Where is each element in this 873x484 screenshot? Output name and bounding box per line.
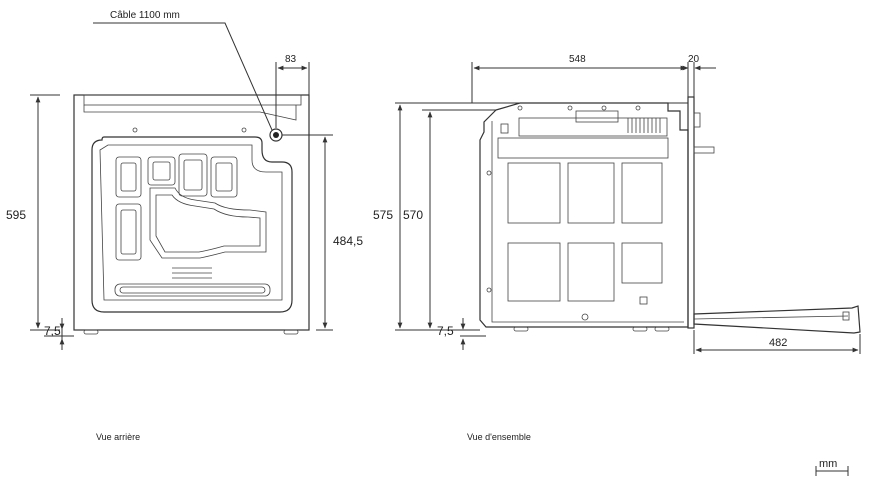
dim-label-484-5: 484,5 xyxy=(333,234,363,248)
side-bracket xyxy=(500,123,509,134)
cable-label: Câble 1100 mm xyxy=(110,10,180,21)
side-front-door xyxy=(687,96,695,329)
side-foot xyxy=(632,326,648,332)
rear-top-rail xyxy=(83,94,302,106)
side-control-box xyxy=(575,110,619,123)
side-view-drawing xyxy=(479,96,861,334)
rear-pocket-inner xyxy=(120,209,137,255)
side-panel xyxy=(567,242,615,302)
rear-pocket xyxy=(178,153,208,197)
rear-view-dimensions xyxy=(30,22,333,350)
rear-top-plate xyxy=(83,105,297,121)
side-panel xyxy=(567,162,615,224)
scale-indicator: mm xyxy=(815,458,849,476)
side-bracket xyxy=(639,296,648,305)
rear-foot xyxy=(83,329,99,335)
dim-label-570: 570 xyxy=(403,208,423,222)
rear-view-drawing xyxy=(73,94,310,335)
rear-pocket-inner xyxy=(152,161,171,181)
side-knob xyxy=(693,146,715,154)
rear-fan-cover xyxy=(149,187,267,259)
side-view-caption: Vue d'ensemble xyxy=(467,432,531,442)
side-panel xyxy=(621,162,663,224)
rear-pocket xyxy=(115,156,142,198)
rear-bottom-slot xyxy=(114,283,271,297)
side-rivet xyxy=(486,170,492,176)
side-open-door-line xyxy=(693,315,849,320)
side-open-door-hinge xyxy=(842,311,850,321)
side-screw xyxy=(517,105,523,111)
side-top-compartment xyxy=(518,117,668,137)
rear-screw xyxy=(241,127,247,133)
dim-label-foot-side: 7,5 xyxy=(437,324,454,338)
rear-pocket xyxy=(210,156,238,198)
rear-panel xyxy=(91,136,293,313)
side-panel xyxy=(507,242,561,302)
cable-leader-line xyxy=(93,22,273,131)
rear-pocket xyxy=(115,203,142,261)
side-oven-body xyxy=(479,102,689,328)
dim-label-20: 20 xyxy=(688,54,700,65)
side-screw xyxy=(601,105,607,111)
side-vent-fins xyxy=(627,118,661,133)
rear-bottom-slot-inner xyxy=(119,286,266,294)
side-screw xyxy=(635,105,641,111)
rear-pocket xyxy=(147,156,176,186)
side-door-handle xyxy=(693,112,701,128)
rear-screw xyxy=(132,127,138,133)
side-top-duct xyxy=(497,137,669,159)
dim-label-83: 83 xyxy=(285,54,297,65)
dim-label-foot-rear: 7,5 xyxy=(44,324,61,338)
rear-oven-body xyxy=(73,94,310,331)
dim-label-575: 575 xyxy=(373,208,393,222)
dim-label-595: 595 xyxy=(6,208,26,222)
side-foot xyxy=(654,326,670,332)
side-rivet xyxy=(486,287,492,293)
rear-foot xyxy=(283,329,299,335)
side-open-door xyxy=(693,305,861,334)
side-panel xyxy=(507,162,561,224)
rear-pocket-inner xyxy=(120,162,137,192)
rear-pocket-inner xyxy=(183,159,203,191)
cable-gland-center xyxy=(273,132,279,138)
rear-pocket-inner xyxy=(215,162,233,192)
dim-label-548: 548 xyxy=(569,54,586,65)
side-view-dimensions xyxy=(395,62,861,354)
side-foot xyxy=(513,326,529,332)
rear-panel-inner xyxy=(99,144,283,301)
rear-view-caption: Vue arrière xyxy=(96,432,140,442)
side-screw xyxy=(567,105,573,111)
side-inner-frame xyxy=(491,121,684,323)
dim-label-482: 482 xyxy=(769,337,787,349)
rear-fan-cover-inner xyxy=(155,194,261,253)
scale-unit-label: mm xyxy=(819,458,837,470)
side-panel xyxy=(621,242,663,284)
side-vent-hole xyxy=(581,313,589,321)
